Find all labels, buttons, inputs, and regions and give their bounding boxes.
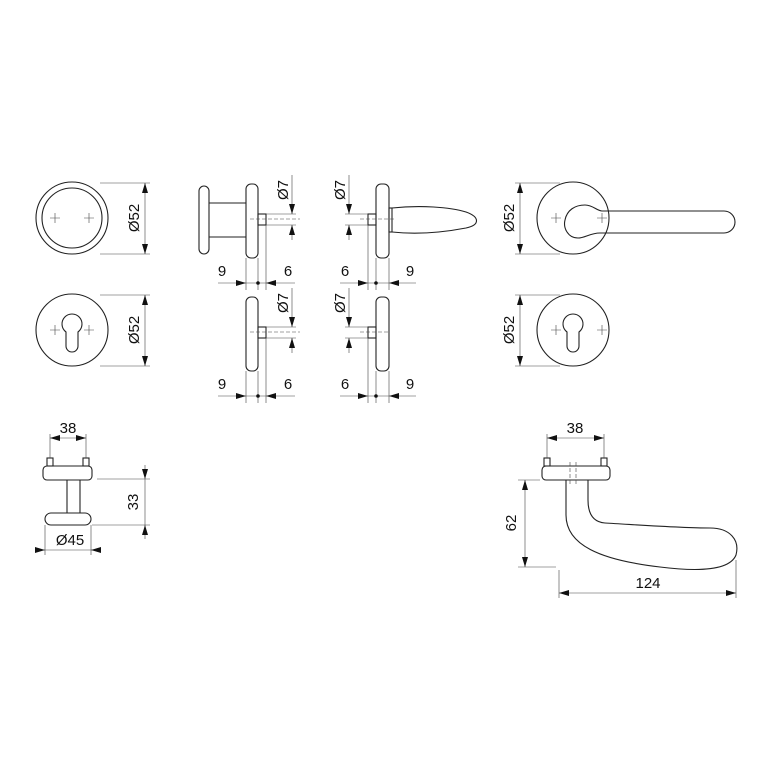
lever-spindle-label: Ø7 bbox=[332, 180, 349, 200]
keyhole-right-spindle-label: Ø7 bbox=[332, 293, 349, 313]
keyhole-diameter-label: Ø52 bbox=[126, 316, 143, 344]
knob-pin-spacing-label: 38 bbox=[60, 420, 77, 437]
keyhole-left-left-label: 9 bbox=[218, 376, 226, 393]
keyhole-rosette-right: Ø52 bbox=[501, 293, 610, 367]
knob-left-label: 9 bbox=[218, 263, 226, 280]
knob-profile-view: 38 33 Ø45 bbox=[35, 420, 150, 555]
keyhole-left-right-label: 6 bbox=[284, 376, 292, 393]
lever-front-view: Ø52 bbox=[501, 181, 736, 255]
keyhole-left-spindle-label: Ø7 bbox=[275, 293, 292, 313]
lever-length-label: 124 bbox=[635, 575, 660, 592]
knob-height-label: 33 bbox=[125, 494, 142, 511]
lever-profile-view: 38 62 124 bbox=[503, 420, 738, 598]
lever-left-label: 6 bbox=[341, 263, 349, 280]
rosette-diameter-label: Ø52 bbox=[126, 204, 143, 232]
knob-side-view: Ø7 9 6 bbox=[198, 175, 300, 290]
lever-right-label: 9 bbox=[406, 263, 414, 280]
keyhole-right-right-label: 9 bbox=[406, 376, 414, 393]
lever-height-label: 62 bbox=[503, 515, 520, 532]
keyhole-side-view-left: Ø7 9 6 bbox=[218, 288, 300, 403]
lever-pin-spacing-label: 38 bbox=[567, 420, 584, 437]
lever-rose-diameter-label: Ø52 bbox=[501, 204, 518, 232]
keyhole-rosette-left: Ø52 bbox=[35, 293, 150, 367]
keyhole-right-diameter-label: Ø52 bbox=[501, 316, 518, 344]
keyhole-right-left-label: 6 bbox=[341, 376, 349, 393]
knob-spindle-label: Ø7 bbox=[275, 180, 292, 200]
keyhole-side-view-right: Ø7 6 9 bbox=[332, 288, 416, 403]
knob-right-label: 6 bbox=[284, 263, 292, 280]
lever-side-view: Ø7 6 9 bbox=[332, 175, 478, 290]
round-rosette-front: Ø52 bbox=[35, 181, 150, 255]
knob-diameter-label: Ø45 bbox=[56, 532, 84, 549]
